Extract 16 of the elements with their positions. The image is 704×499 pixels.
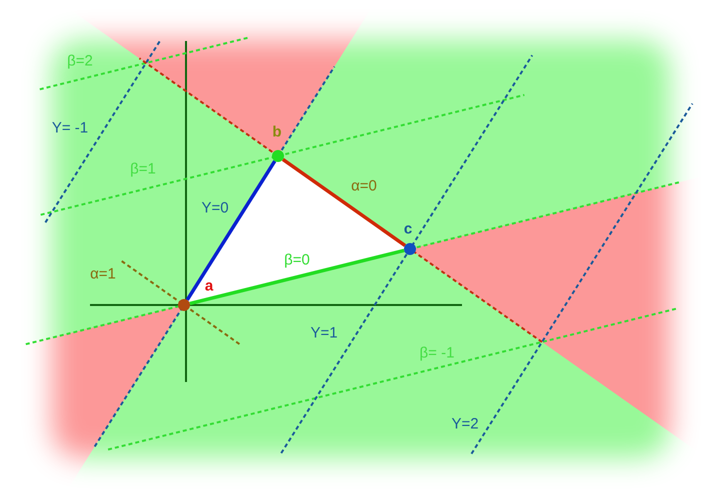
vertex-label: b xyxy=(272,124,282,140)
level-label: Y=1 xyxy=(310,326,338,340)
vertex-label: a xyxy=(204,278,214,294)
triangle-side xyxy=(186,160,276,301)
level-label: Y=2 xyxy=(451,416,479,432)
level-label: β= -1 xyxy=(420,346,454,360)
edge-label: α=0 xyxy=(351,178,377,194)
level-label: β=1 xyxy=(130,162,156,176)
triangle-side xyxy=(282,158,406,247)
level-label: Y= -1 xyxy=(52,120,88,136)
triangle-side xyxy=(189,248,405,306)
edge-label: Y=0 xyxy=(201,200,229,216)
edge-label: β=0 xyxy=(284,252,310,268)
vertex-label: c xyxy=(404,222,412,236)
level-label: β=2 xyxy=(67,54,93,68)
level-label: α=1 xyxy=(90,266,116,282)
